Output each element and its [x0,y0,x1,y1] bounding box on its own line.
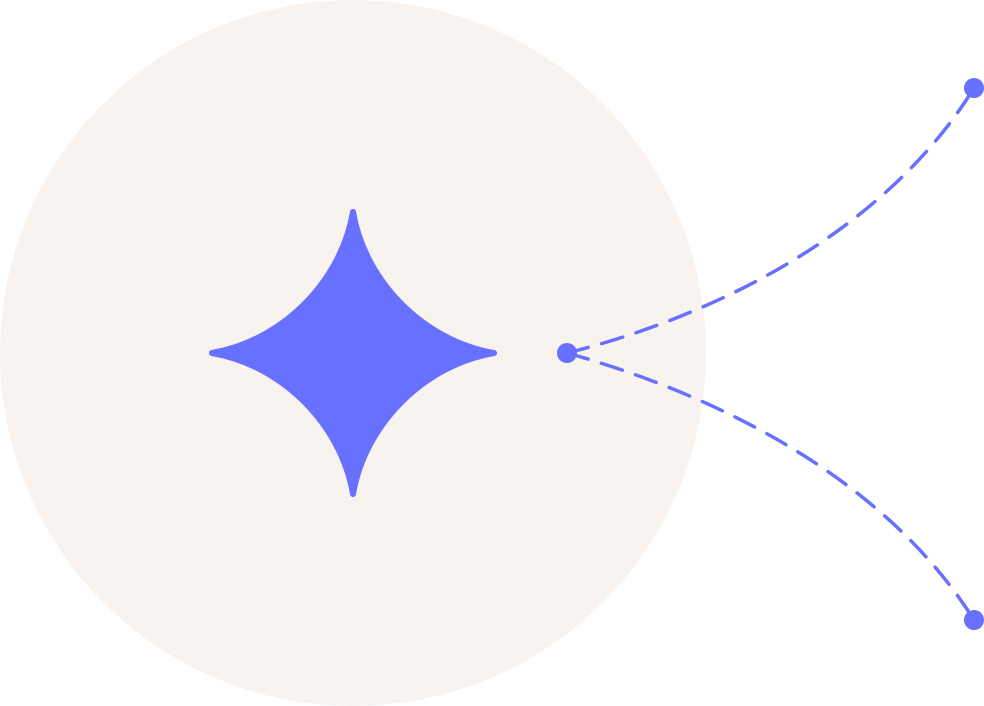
origin-node-dot [557,343,577,363]
connector-line-bottom [565,351,976,622]
top-target-node-dot [964,78,984,98]
bottom-target-node-dot [964,610,984,630]
sparkle-icon [209,209,497,497]
connector-line-top [565,86,976,355]
